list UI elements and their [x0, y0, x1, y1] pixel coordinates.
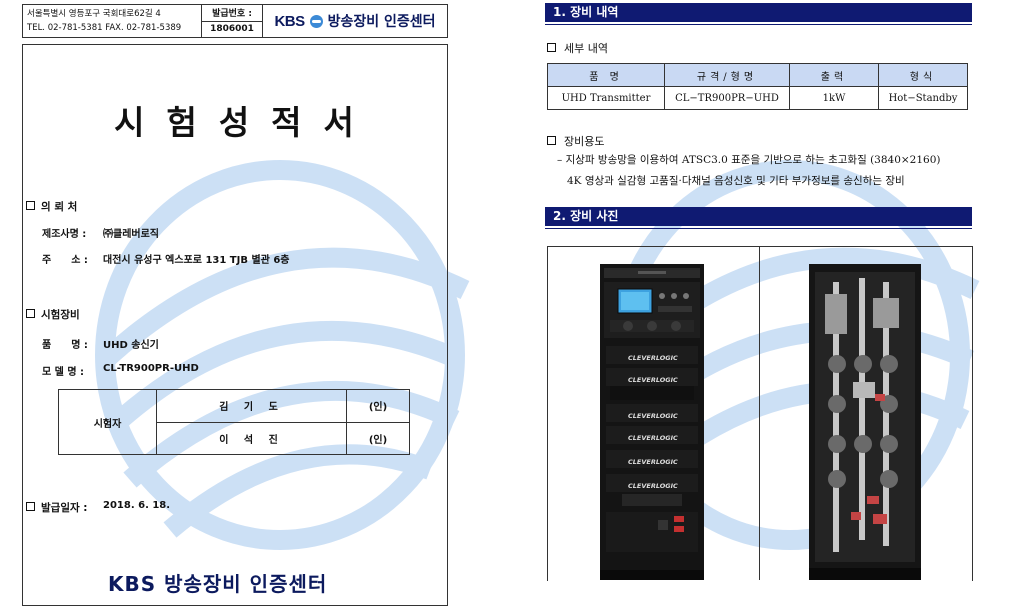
equipment-table-header: 품 명 규격/형명 출력 형식: [547, 63, 968, 87]
issue-number-box: 발급번호 : 1806001: [202, 5, 263, 37]
issue-number: 1806001: [210, 24, 254, 35]
equipment-photo-frame: [547, 246, 973, 581]
col-type: 형식: [878, 63, 968, 87]
usage-line-1: – 지상파 방송망을 이용하여 ATSC3.0 표준을 기반으로 하는 초고화질…: [557, 154, 941, 166]
usage-heading: 장비용도: [547, 133, 604, 149]
col-model: 규격/형명: [664, 63, 790, 87]
model-label: 모 델 명 :: [42, 367, 85, 378]
section-bar-equipment-list: 1. 장비 내역: [545, 3, 972, 25]
tester-name-2: 이 석 진: [156, 421, 347, 455]
address-label: 주 소 :: [42, 255, 88, 266]
issue-date-value: 2018. 6. 18.: [103, 500, 171, 511]
issue-date-row: 발급일자 :: [26, 500, 88, 515]
cell-type: Hot−Standby: [878, 86, 968, 110]
tester-table: 시험자 김 기 도 (인) 이 석 진 (인): [58, 389, 410, 455]
maker-label: 제조사명 :: [42, 229, 87, 240]
rack-brand-label: CLEVERLOGIC: [628, 458, 678, 466]
kbs-wordmark: KBS: [274, 12, 305, 30]
tester-name-1: 김 기 도: [156, 389, 347, 423]
cell-model: CL−TR900PR−UHD: [664, 86, 790, 110]
usage-line-2: 4K 영상과 실감형 고품질·다채널 음성신호 및 기타 부가정보를 송신하는 …: [567, 175, 905, 187]
amplifier-modules: [606, 346, 698, 492]
maker-value: ㈜클레버로직: [103, 229, 159, 240]
header-address: 서울특별시 영등포구 국회대로62길 4 TEL. 02-781-5381 FA…: [23, 5, 202, 37]
rack-brand-label: CLEVERLOGIC: [628, 412, 678, 420]
kbs-symbol-icon: [309, 14, 323, 28]
rack-brand-label: CLEVERLOGIC: [628, 482, 678, 490]
address-line-2: TEL. 02-781-5381 FAX. 02-781-5389: [27, 23, 182, 33]
checkbox-square-icon: [547, 43, 556, 52]
checkbox-square-icon: [547, 136, 556, 145]
cell-output: 1kW: [789, 86, 879, 110]
kbs-logo: KBS 방송장비 인증센터: [263, 5, 447, 37]
col-output: 출력: [789, 63, 879, 87]
model-value: CL-TR900PR-UHD: [103, 363, 199, 374]
detail-heading: 세부 내역: [547, 40, 608, 56]
product-label: 품 명 :: [42, 340, 88, 351]
rack-front-photo: [600, 264, 704, 580]
col-product-name: 품 명: [547, 63, 665, 87]
equipment-section-heading: 시험장비: [26, 307, 80, 322]
equipment-table: 품 명 규격/형명 출력 형식 UHD Transmitter CL−TR900…: [547, 63, 968, 110]
rack-brand-label: CLEVERLOGIC: [628, 434, 678, 442]
footer-center-name: KBS 방송장비 인증센터: [108, 572, 328, 596]
issue-number-label: 발급번호 :: [202, 5, 262, 22]
checkbox-square-icon: [26, 309, 35, 318]
address-line-1: 서울특별시 영등포구 국회대로62길 4: [27, 9, 161, 19]
tester-label: 시험자: [58, 389, 157, 455]
table-row: UHD Transmitter CL−TR900PR−UHD 1kW Hot−S…: [547, 86, 968, 110]
photo-divider: [759, 246, 760, 580]
rack-brand-label: CLEVERLOGIC: [628, 376, 678, 384]
checkbox-square-icon: [26, 201, 35, 210]
center-name: 방송장비 인증센터: [327, 14, 436, 30]
tester-seal-1: (인): [346, 389, 410, 423]
section-bar-equipment-photo: 2. 장비 사진: [545, 207, 972, 229]
client-section-heading: 의 뢰 처: [26, 199, 77, 214]
cell-product-name: UHD Transmitter: [547, 86, 665, 110]
product-value: UHD 송신기: [103, 340, 159, 351]
certificate-header: 서울특별시 영등포구 국회대로62길 4 TEL. 02-781-5381 FA…: [22, 4, 448, 38]
rack-brand-label: CLEVERLOGIC: [628, 354, 678, 362]
document-title: 시험성적서: [114, 103, 376, 142]
rack-rear-photo: [809, 264, 921, 580]
tester-seal-2: (인): [346, 421, 410, 455]
checkbox-square-icon: [26, 502, 35, 511]
address-value: 대전시 유성구 엑스포로 131 TJB 별관 6층: [103, 255, 290, 266]
